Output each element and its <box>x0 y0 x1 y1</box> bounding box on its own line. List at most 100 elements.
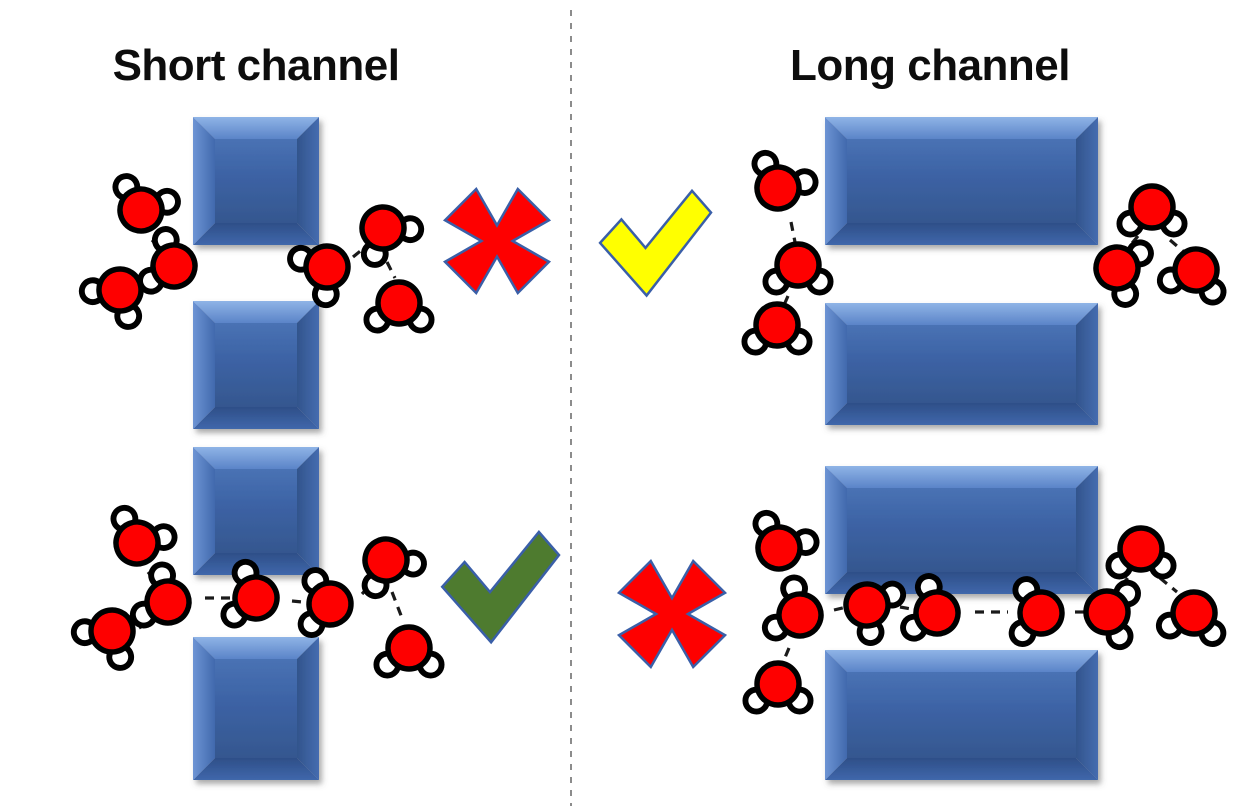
block-face <box>215 139 297 223</box>
check-short-bottom <box>440 530 561 645</box>
block-bevel-bottom <box>825 223 1098 245</box>
block-bevel-right <box>1076 466 1098 594</box>
block-face <box>847 672 1076 758</box>
water-molecule <box>137 226 198 295</box>
hbond-long-top-right-b <box>1168 238 1186 254</box>
block-bevel-bottom <box>825 758 1098 780</box>
page-title-long: Long channel <box>790 41 1070 90</box>
block-bevel-right <box>1076 303 1098 425</box>
oxygen-atom <box>753 301 801 349</box>
water-molecule <box>78 266 144 330</box>
water-molecule <box>1116 183 1188 238</box>
oxygen-atom <box>150 242 198 290</box>
cross-short-top <box>442 186 552 296</box>
hbond-lb-2-3 <box>899 605 918 612</box>
block-bevel-right <box>297 117 319 245</box>
hbond-short-top-right-b <box>385 261 397 279</box>
oxygen-atom <box>913 589 961 637</box>
water-molecule <box>751 149 819 212</box>
hbond-short-top-right-a <box>351 246 366 259</box>
block-bevel-top <box>825 466 1098 488</box>
oxygen-atom <box>843 581 891 629</box>
water-molecule <box>129 561 192 629</box>
block-face <box>215 323 297 407</box>
hbond-sb-4-out <box>390 591 404 619</box>
block-bevel-bottom <box>193 223 319 245</box>
water-molecule <box>762 241 834 296</box>
water-molecule <box>220 558 280 629</box>
block-bevel-bottom <box>193 758 319 780</box>
oxygen-atom <box>88 607 136 655</box>
short-bottom-lower-wall <box>193 637 319 780</box>
water-molecule <box>742 660 814 715</box>
water-molecule <box>1156 246 1227 306</box>
hbond-lb-r1-r2 <box>1158 576 1179 594</box>
water-molecule <box>297 567 354 638</box>
block-bevel-left <box>825 117 847 245</box>
block-bevel-top <box>825 117 1098 139</box>
oxygen-atom <box>113 519 161 567</box>
block-bevel-top <box>825 650 1098 672</box>
hbond-lb-out2 <box>782 647 791 661</box>
oxygen-atom <box>1117 525 1165 573</box>
hbond-long-top-left-a <box>789 221 797 243</box>
block-bevel-right <box>297 447 319 575</box>
block-bevel-left <box>193 301 215 429</box>
water-molecule <box>1093 239 1154 308</box>
block-bevel-bottom <box>825 403 1098 425</box>
water-molecule <box>900 573 961 642</box>
long-top-upper-wall <box>825 117 1098 245</box>
verdict-marks <box>440 186 728 670</box>
oxygen-atom <box>96 266 144 314</box>
block-bevel-left <box>193 117 215 245</box>
water-molecule <box>843 580 907 646</box>
check-long-top <box>598 188 713 298</box>
block-bevel-top <box>193 637 319 659</box>
water-molecule <box>1105 525 1177 580</box>
block-bevel-left <box>825 466 847 594</box>
block-bevel-left <box>193 447 215 575</box>
oxygen-atom <box>774 241 822 289</box>
block-bevel-left <box>825 650 847 780</box>
short-top-lower-wall <box>193 301 319 429</box>
oxygen-atom <box>1170 589 1218 637</box>
block-bevel-right <box>297 301 319 429</box>
block-bevel-top <box>193 301 319 323</box>
oxygen-atom <box>754 164 802 212</box>
long-bottom-upper-wall <box>825 466 1098 594</box>
oxygen-atom <box>755 524 803 572</box>
block-face <box>847 139 1076 223</box>
oxygen-atom <box>754 660 802 708</box>
channel-wall-blocks <box>193 117 1098 780</box>
oxygen-atom <box>776 591 824 639</box>
block-bevel-right <box>1076 650 1098 780</box>
oxygen-atom <box>385 624 433 672</box>
water-molecule <box>359 204 425 268</box>
long-top-lower-wall <box>825 303 1098 425</box>
block-face <box>847 488 1076 572</box>
water-molecule <box>110 504 178 567</box>
oxygen-atom <box>232 574 280 622</box>
oxygen-atom <box>144 578 192 626</box>
water-molecule <box>361 536 427 600</box>
oxygen-atom <box>117 186 165 234</box>
short-top-upper-wall <box>193 117 319 245</box>
page-title-short: Short channel <box>113 41 400 90</box>
oxygen-atom <box>362 536 410 584</box>
oxygen-atom <box>306 580 354 628</box>
block-face <box>215 659 297 758</box>
water-molecules <box>70 149 1227 715</box>
water-molecule <box>761 574 824 642</box>
long-bottom-lower-wall <box>825 650 1098 780</box>
water-molecule <box>741 301 813 356</box>
block-bevel-top <box>825 303 1098 325</box>
water-molecule <box>70 607 136 671</box>
cross-long-bottom <box>616 558 728 670</box>
block-bevel-left <box>193 637 215 780</box>
water-molecule <box>1008 576 1065 647</box>
oxygen-atom <box>1128 183 1176 231</box>
water-molecule <box>1083 579 1141 651</box>
water-molecule <box>373 624 445 679</box>
block-face <box>847 325 1076 403</box>
